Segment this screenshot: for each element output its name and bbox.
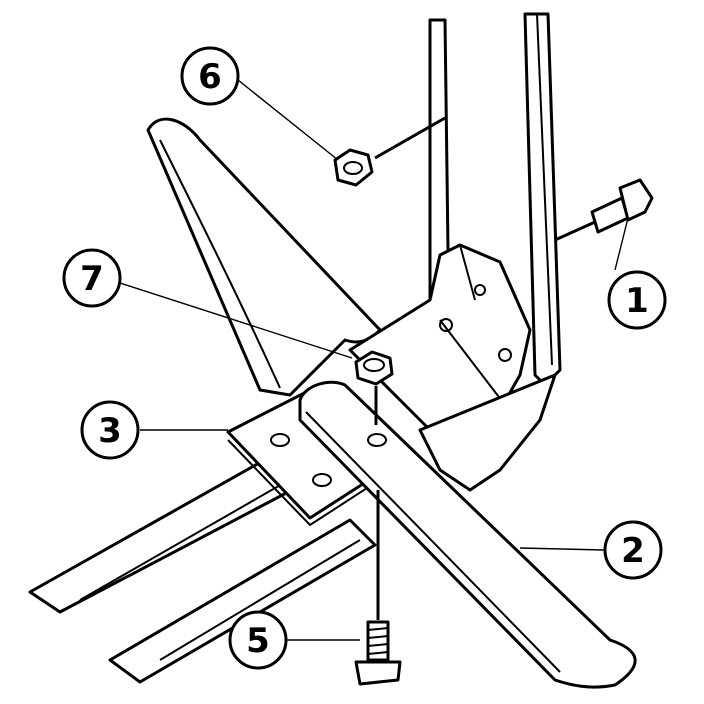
leader-lines — [119, 79, 629, 641]
upright-post — [428, 12, 562, 387]
callout-label-7: 7 — [80, 259, 104, 299]
bolt-1 — [554, 178, 654, 242]
callout-label-1: 1 — [625, 281, 649, 321]
callout-7: 7 — [62, 248, 122, 308]
callout-2: 2 — [603, 520, 663, 580]
callout-label-5: 5 — [246, 621, 270, 661]
callout-label-6: 6 — [198, 57, 222, 97]
nut-6 — [333, 116, 446, 187]
callout-label-2: 2 — [621, 531, 645, 571]
bolt-5 — [354, 490, 402, 686]
brace-bar — [298, 380, 637, 689]
nut-7 — [354, 350, 394, 425]
callout-6: 6 — [180, 46, 240, 106]
callout-3: 3 — [80, 400, 140, 460]
callout-5: 5 — [228, 610, 288, 670]
callout-1: 1 — [607, 270, 667, 330]
bracket-housing — [348, 243, 557, 492]
frame-rails — [28, 438, 377, 684]
callout-label-3: 3 — [98, 411, 122, 451]
